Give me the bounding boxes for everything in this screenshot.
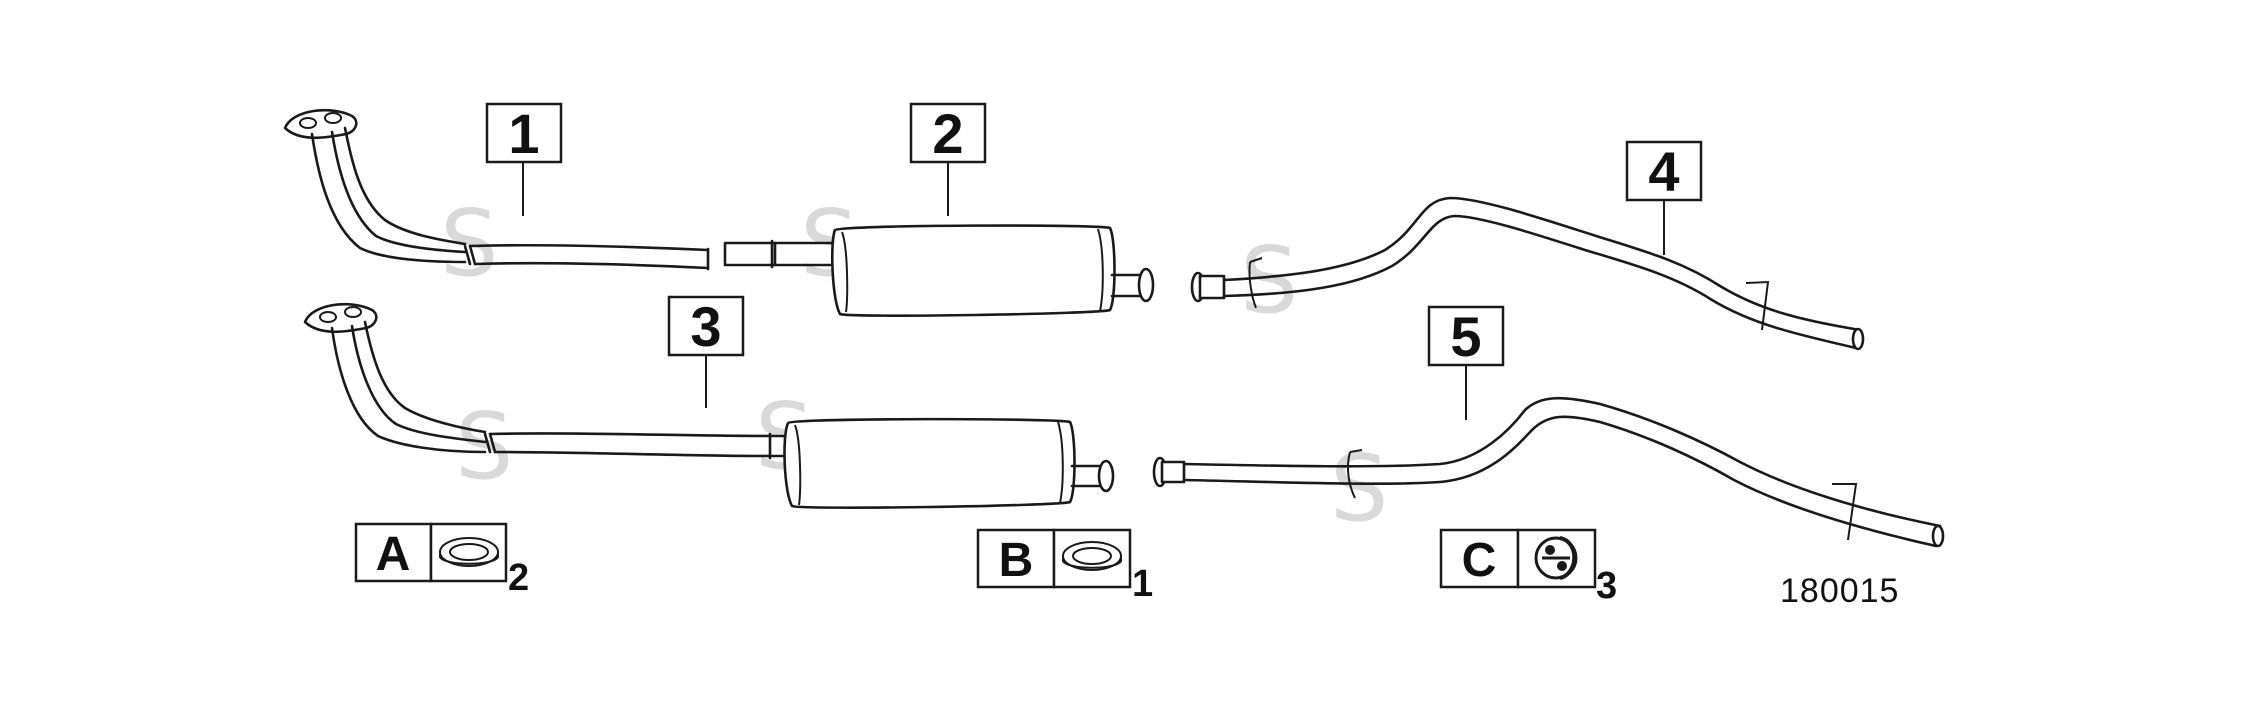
kit-letter: B	[999, 534, 1034, 587]
tail-pipe-lower	[1152, 396, 1945, 548]
callout-number: 1	[508, 102, 539, 165]
kit-c: C 3	[1439, 528, 1617, 607]
callout-1: 1	[485, 102, 563, 216]
callout-4: 4	[1625, 140, 1703, 255]
kit-quantity: 1	[1132, 563, 1153, 605]
reference-number: 180015	[1780, 572, 1899, 610]
gasket-ring-icon	[439, 537, 499, 567]
watermark-s: S	[1240, 227, 1298, 334]
kit-b: B 1	[976, 528, 1153, 605]
kit-quantity: 2	[508, 557, 529, 599]
callout-number: 4	[1648, 140, 1679, 203]
front-pipe-upper	[283, 108, 710, 271]
front-pipe-with-muffler-lower	[303, 302, 1115, 509]
kit-letter: C	[1462, 534, 1497, 587]
callout-number: 2	[932, 102, 963, 165]
callout-3: 3	[667, 295, 745, 408]
callout-5: 5	[1427, 305, 1505, 420]
tail-pipe-upper	[1190, 196, 1865, 351]
watermark-s: S	[440, 190, 498, 297]
callout-number: 3	[690, 295, 721, 358]
watermark-s: S	[1330, 435, 1388, 542]
kit-a: A 2	[354, 522, 529, 599]
kit-quantity: 3	[1596, 565, 1617, 607]
kit-letter: A	[376, 528, 411, 581]
rubber-hanger-icon	[1534, 536, 1578, 580]
center-muffler	[723, 224, 1155, 317]
gasket-ring-icon	[1062, 541, 1122, 571]
callout-2: 2	[909, 102, 987, 216]
watermark-s: S	[455, 393, 513, 500]
callout-number: 5	[1450, 305, 1481, 368]
